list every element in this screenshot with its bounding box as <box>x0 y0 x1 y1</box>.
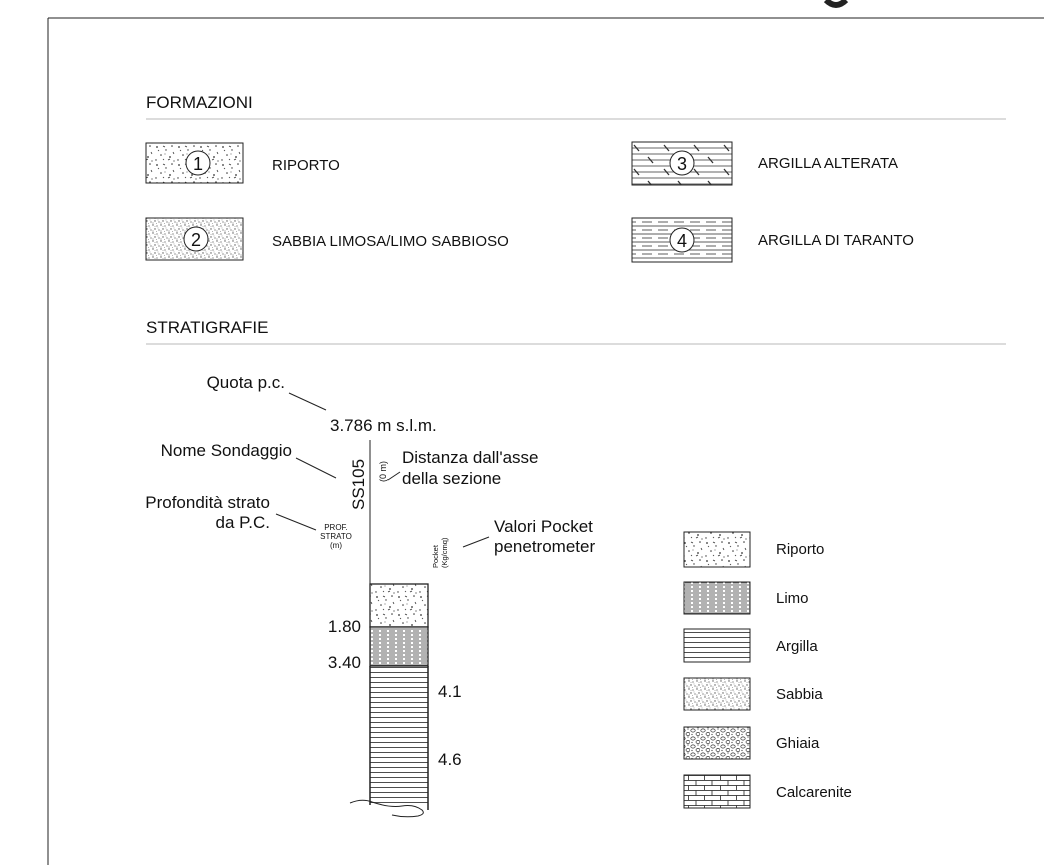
depth-value: 3.40 <box>328 653 361 672</box>
column-break-line <box>349 799 424 818</box>
legend-label-limo: Limo <box>776 590 809 607</box>
stratigrafie-title: STRATIGRAFIE <box>146 318 268 337</box>
prof-header-line1: PROF. <box>324 523 348 532</box>
prof-header-line2: STRATO <box>320 532 352 541</box>
formation-number: 3 <box>677 154 687 174</box>
formation-swatch-sabbia-limosa: 2 <box>145 217 244 261</box>
formation-swatch-argilla-taranto: 4 <box>631 217 733 263</box>
layer-riporto <box>369 583 429 628</box>
layer-limo <box>369 626 429 667</box>
profondita-label-line1: Profondità strato <box>145 493 270 512</box>
formation-label-argilla-alterata: ARGILLA ALTERATA <box>758 155 898 172</box>
elevation-value: 3.786 m s.l.m. <box>330 416 437 435</box>
distanza-label-line1: Distanza dall'asse <box>402 448 538 467</box>
lithology-legend: Riporto Limo Argilla Sabbia Ghiaia Calca… <box>683 531 852 809</box>
pocket-value: 4.1 <box>438 682 462 701</box>
formation-number: 2 <box>191 230 201 250</box>
nome-leader <box>295 457 337 479</box>
profondita-leader <box>275 513 317 531</box>
distanza-leader <box>387 471 401 481</box>
formation-label-riporto: RIPORTO <box>272 157 340 174</box>
legend-swatch-calcarenite <box>683 774 751 809</box>
quota-label: Quota p.c. <box>207 373 285 392</box>
legend-label-riporto: Riporto <box>776 541 824 558</box>
legend-swatch-argilla <box>683 628 751 663</box>
pocket-label-line2: penetrometer <box>494 537 595 556</box>
pocket-header-line2: (Kg/cmq) <box>440 537 449 568</box>
formation-swatch-riporto: 1 <box>145 142 244 184</box>
prof-header-line3: (m) <box>330 541 342 550</box>
distanza-label-line2: della sezione <box>402 469 501 488</box>
legend-label-argilla: Argilla <box>776 638 818 655</box>
pocket-header-line1: Pocket <box>431 544 440 568</box>
depth-value: 1.80 <box>328 617 361 636</box>
formazioni-title: FORMAZIONI <box>146 93 253 112</box>
legend-swatch-riporto <box>683 531 751 568</box>
formation-number: 1 <box>193 154 203 174</box>
borehole-example: Quota p.c. 3.786 m s.l.m. Nome Sondaggio… <box>145 373 595 818</box>
legend-swatch-ghiaia <box>683 726 751 760</box>
formation-label-sabbia-limosa: SABBIA LIMOSA/LIMO SABBIOSO <box>272 233 509 250</box>
formation-label-argilla-taranto: ARGILLA DI TARANTO <box>758 232 914 249</box>
profondita-label-line2: da P.C. <box>215 513 270 532</box>
legend-swatch-sabbia <box>683 677 751 711</box>
nome-sondaggio-label: Nome Sondaggio <box>161 441 292 460</box>
legend-label-sabbia: Sabbia <box>776 686 823 703</box>
pocket-label-line1: Valori Pocket <box>494 517 593 536</box>
quota-leader <box>288 392 327 411</box>
legend-label-ghiaia: Ghiaia <box>776 735 820 752</box>
title-block-fragment <box>823 0 849 8</box>
legend-label-calcarenite: Calcarenite <box>776 784 852 801</box>
legend-swatch-limo <box>683 581 751 615</box>
formation-swatch-argilla-alterata: 3 <box>631 141 733 186</box>
sheet-frame <box>47 0 1044 865</box>
formation-number: 4 <box>677 231 687 251</box>
layer-argilla <box>370 666 428 803</box>
borehole-distance: (0 m) <box>378 461 388 482</box>
pocket-leader <box>462 536 490 548</box>
borehole-column <box>349 583 429 818</box>
pocket-value: 4.6 <box>438 750 462 769</box>
borehole-name: SS105 <box>349 459 368 510</box>
